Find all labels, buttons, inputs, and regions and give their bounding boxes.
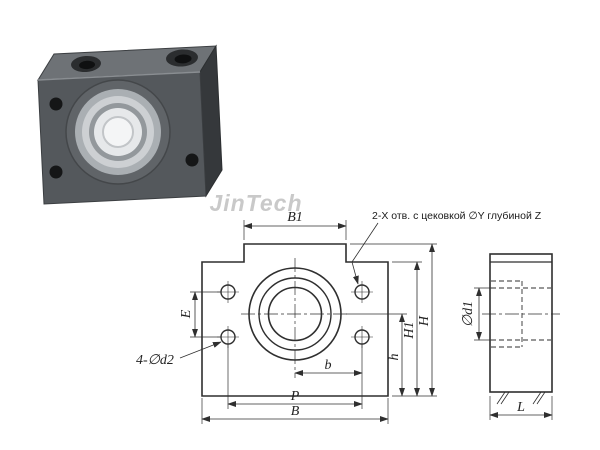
counterbore-leader-line [351,222,379,285]
counterbore-annotation: 2-Х отв. с цековкой ∅Y глубиной Z [372,210,542,222]
dim-label-P: P [290,389,300,404]
d2-leader-line [179,341,222,359]
dim-label-d2: 4-∅d2 [136,353,174,368]
product-photo [37,44,223,205]
photo-hole [49,165,63,179]
dim-label-h: h [387,354,402,361]
dim-label-E: E [179,309,194,319]
front-view [179,220,437,424]
photo-edge-highlight [37,71,201,81]
surface-finish-marks [496,391,546,405]
photo-hole [49,97,63,111]
front-view-outline [201,243,389,397]
photo-bearing-boss [65,79,171,185]
extension-lines [190,220,437,424]
side-view [474,253,560,420]
dim-label-H1: H1 [402,321,417,339]
dim-label-d1: ∅d1 [461,301,476,327]
photo-counterbore-left [71,55,101,73]
watermark-logo: JinTech [209,190,302,216]
side-dimension-lines [476,287,553,418]
dim-label-L: L [516,400,525,415]
dim-label-B1: B1 [287,210,303,225]
dim-label-H: H [417,315,432,327]
dimension-lines [192,223,435,422]
side-extension-lines [474,287,553,420]
dim-label-B: B [291,404,300,419]
side-view-outline [489,253,553,393]
dim-label-b: b [325,358,332,373]
photo-counterbore-right [166,49,198,67]
photo-hole [185,153,199,167]
